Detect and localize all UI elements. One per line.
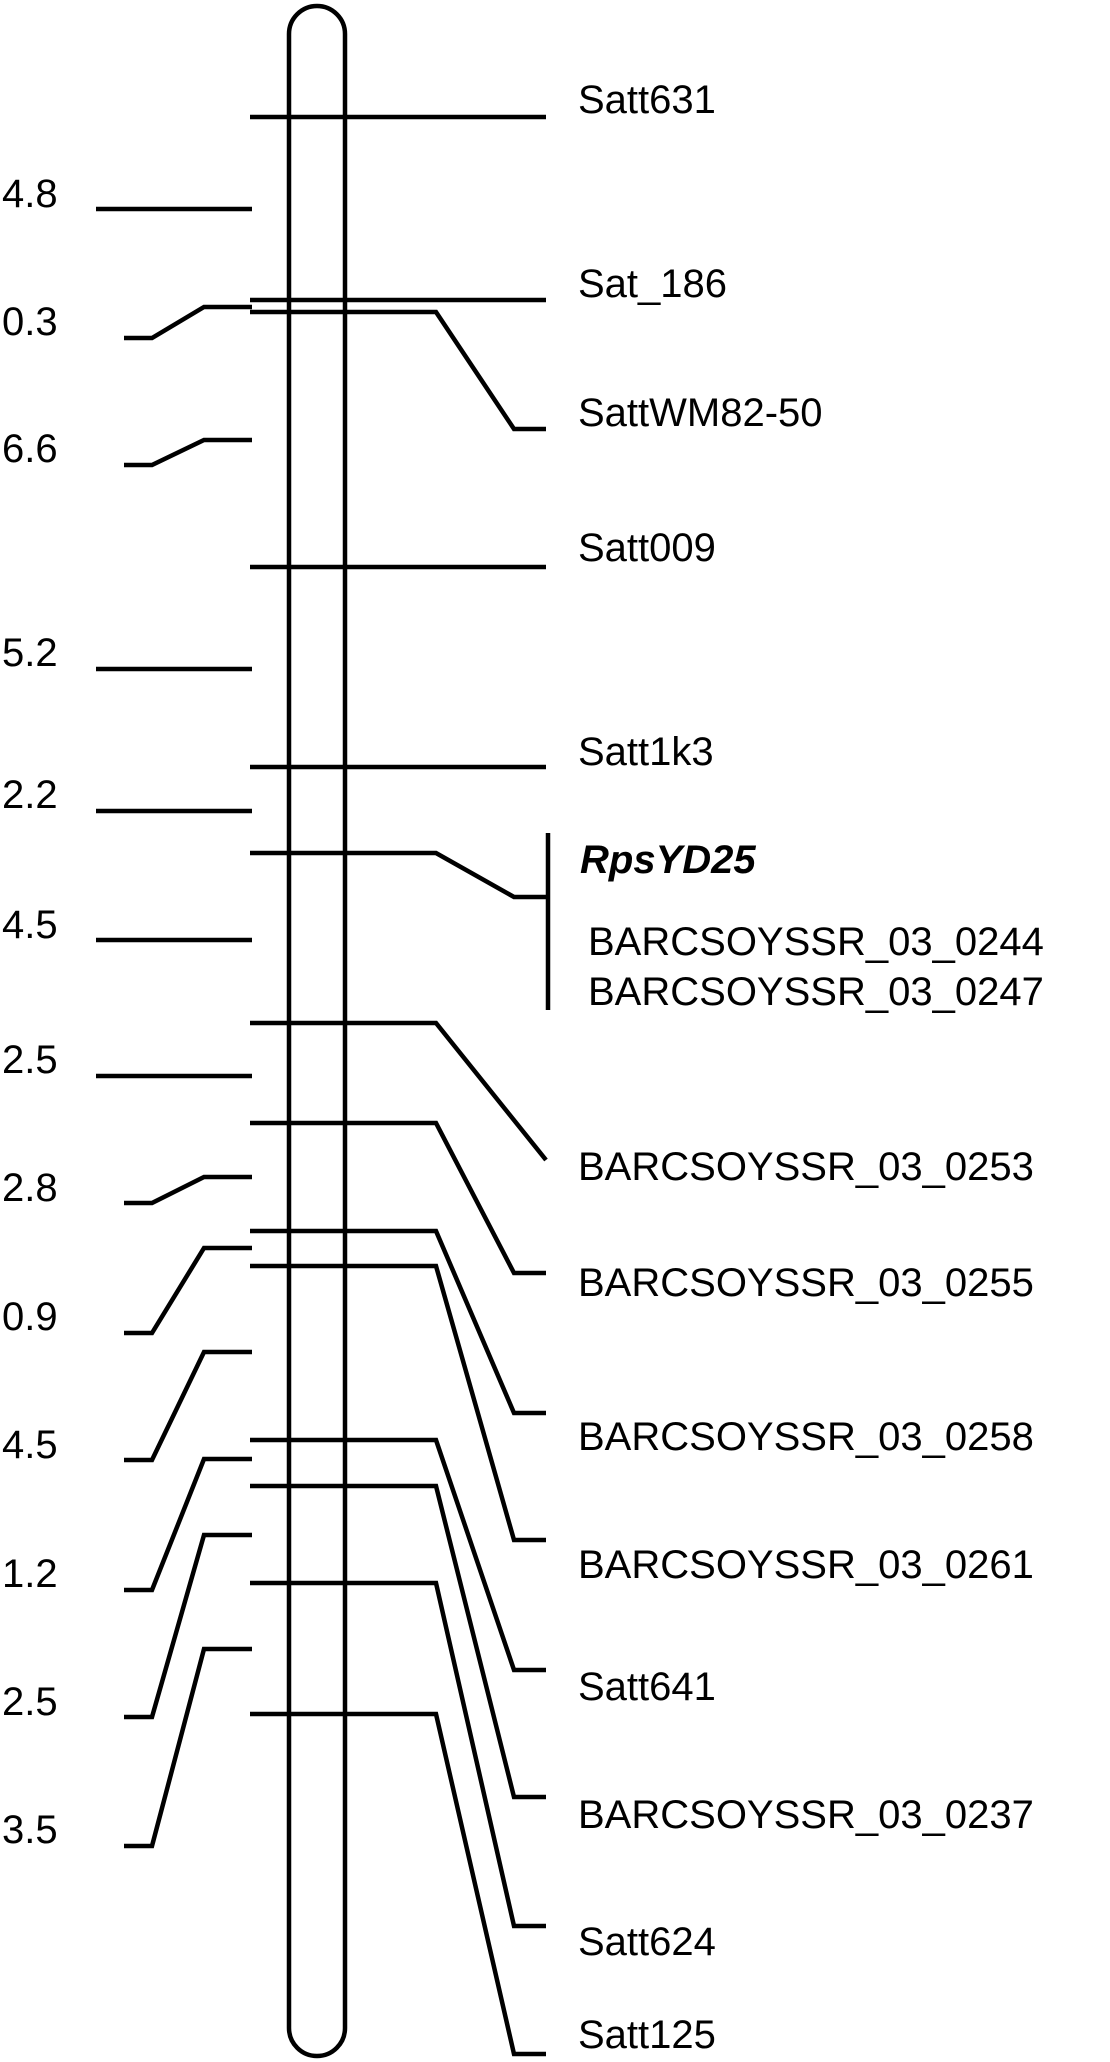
distance-label: 2.5 — [2, 1680, 58, 1724]
connector-sattwm82-50 — [250, 309, 546, 432]
marker-label: Satt125 — [578, 2013, 716, 2057]
distance-labels: 4.8 0.3 6.6 5.2 2.2 4.5 2.5 2.8 0.9 4.5 … — [2, 172, 58, 1852]
distance-connector-11 — [124, 1456, 252, 1593]
distance-label: 2.5 — [2, 1038, 58, 1082]
distance-label: 4.8 — [2, 172, 58, 216]
distance-connector-13 — [124, 1646, 252, 1849]
connector-rpsyd25 — [250, 850, 546, 900]
flanking-marker-label: BARCSOYSSR_03_0247 — [588, 970, 1044, 1014]
connector-barcsoyssr-03-0237 — [250, 1483, 546, 1800]
connector-barcsoyssr-03-0261 — [250, 1263, 546, 1543]
marker-label: Satt009 — [578, 526, 716, 570]
distance-connector-9 — [124, 1245, 252, 1336]
distance-label: 0.9 — [2, 1295, 58, 1339]
connector-barcsoyssr-03-0253 — [250, 1020, 548, 1162]
distance-connectors — [96, 206, 252, 1849]
distance-label: 6.6 — [2, 427, 58, 471]
marker-label: BARCSOYSSR_03_0258 — [578, 1415, 1034, 1459]
marker-label: SattWM82-50 — [578, 391, 823, 435]
marker-label: Satt631 — [578, 78, 716, 122]
distance-label: 4.5 — [2, 903, 58, 947]
distance-connector-12 — [124, 1532, 252, 1720]
marker-label: BARCSOYSSR_03_0237 — [578, 1793, 1034, 1837]
distance-label: 1.2 — [2, 1552, 58, 1596]
flanking-marker-label: BARCSOYSSR_03_0244 — [588, 920, 1044, 964]
distance-label: 2.8 — [2, 1166, 58, 1210]
distance-connector-10 — [124, 1349, 252, 1463]
chromosome-bar — [286, 3, 348, 2059]
marker-label: BARCSOYSSR_03_0261 — [578, 1543, 1034, 1587]
marker-label: Satt624 — [578, 1920, 716, 1964]
marker-label: BARCSOYSSR_03_0255 — [578, 1261, 1034, 1305]
gene-label: RpsYD25 — [580, 838, 756, 882]
connector-barcsoyssr-03-0258 — [250, 1228, 546, 1416]
marker-connectors — [250, 114, 548, 2057]
distance-label: 0.3 — [2, 300, 58, 344]
marker-label: Satt1k3 — [578, 730, 714, 774]
distance-label: 3.5 — [2, 1808, 58, 1852]
connector-satt624 — [250, 1580, 546, 1929]
marker-labels: Satt631 Sat_186 SattWM82-50 Satt009 Satt… — [578, 78, 1034, 2057]
distance-connector-8 — [124, 1174, 252, 1206]
connector-satt125 — [250, 1711, 546, 2057]
marker-label: BARCSOYSSR_03_0253 — [578, 1145, 1034, 1189]
distance-connector-3 — [124, 437, 252, 468]
marker-label: Sat_186 — [578, 262, 727, 306]
distance-label: 2.2 — [2, 773, 58, 817]
distance-label: 4.5 — [2, 1423, 58, 1467]
connector-barcsoyssr-03-0255 — [250, 1120, 546, 1276]
connector-satt641 — [250, 1437, 546, 1673]
marker-label: Satt641 — [578, 1665, 716, 1709]
distance-connector-2 — [124, 304, 252, 341]
distance-label: 5.2 — [2, 631, 58, 675]
